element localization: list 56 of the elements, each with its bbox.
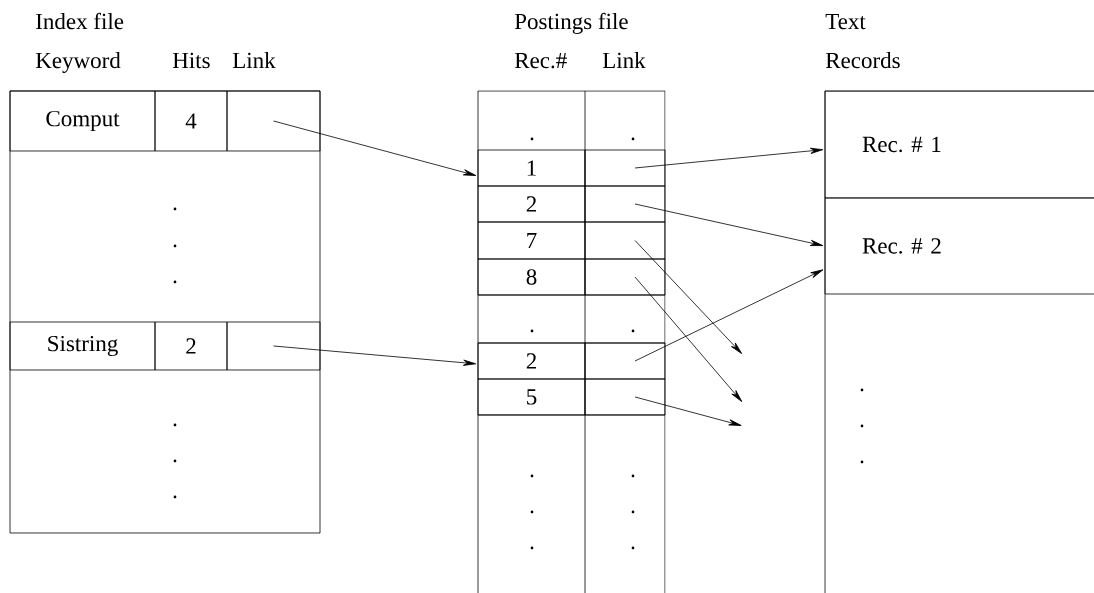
link-cell: [226, 321, 321, 371]
ellipsis-dot: .: [530, 510, 534, 514]
ellipsis-dot: .: [530, 546, 534, 550]
ellipsis-dot: .: [530, 474, 534, 478]
arrow: [634, 203, 824, 246]
column-header: Hits: [172, 52, 210, 69]
ellipsis-dot: .: [173, 459, 177, 463]
table-cell: 5: [477, 378, 586, 416]
arrow: [273, 345, 477, 366]
table-cell: 2: [477, 185, 586, 223]
heading: Index file: [36, 12, 124, 30]
link-cell: [584, 221, 666, 260]
ellipsis-dot: .: [173, 244, 177, 248]
table-cell: 1: [477, 149, 586, 187]
ellipsis-dot: .: [631, 474, 635, 478]
table-cell: Sistring: [9, 321, 156, 371]
record-box: Rec. # 1: [824, 90, 1094, 199]
table-cell: 2: [154, 321, 228, 371]
record-box: Rec. # 2: [824, 197, 1094, 295]
heading: Postings file: [514, 12, 628, 34]
ellipsis-dot: .: [631, 137, 635, 141]
link-cell: [584, 185, 666, 223]
link-cell: [584, 258, 666, 296]
column-header: Keyword: [35, 52, 121, 73]
arrow: [273, 120, 477, 176]
table-cell: 2: [477, 342, 586, 380]
arrow: [634, 396, 742, 426]
column-header: Link: [232, 52, 276, 68]
ellipsis-dot: .: [860, 424, 864, 428]
ellipsis-dot: .: [631, 546, 635, 550]
ellipsis-dot: .: [530, 329, 534, 333]
ellipsis-dot: .: [860, 460, 864, 464]
link-cell: [584, 149, 666, 187]
link-cell: [584, 378, 666, 416]
arrow: [634, 147, 824, 169]
ellipsis-dot: .: [173, 207, 177, 211]
ellipsis-dot: .: [631, 329, 635, 333]
link-cell: [226, 90, 321, 152]
table-cell: Comput: [9, 90, 156, 152]
ellipsis-dot: .: [173, 280, 177, 284]
column-header: Rec.#: [514, 52, 567, 69]
table-cell: 7: [477, 221, 586, 260]
heading: Text: [825, 13, 866, 30]
ellipsis-dot: .: [860, 388, 864, 392]
arrow: [634, 240, 743, 354]
arrow: [634, 269, 824, 362]
ellipsis-dot: .: [173, 495, 177, 499]
ellipsis-dot: .: [530, 137, 534, 141]
table-cell: 4: [154, 90, 228, 152]
column-header: Records: [825, 52, 900, 69]
ellipsis-dot: .: [631, 510, 635, 514]
table-cell: 8: [477, 258, 586, 296]
column-header: Link: [602, 52, 646, 68]
ellipsis-dot: .: [173, 423, 177, 427]
link-cell: [584, 342, 666, 380]
arrow: [634, 276, 743, 402]
